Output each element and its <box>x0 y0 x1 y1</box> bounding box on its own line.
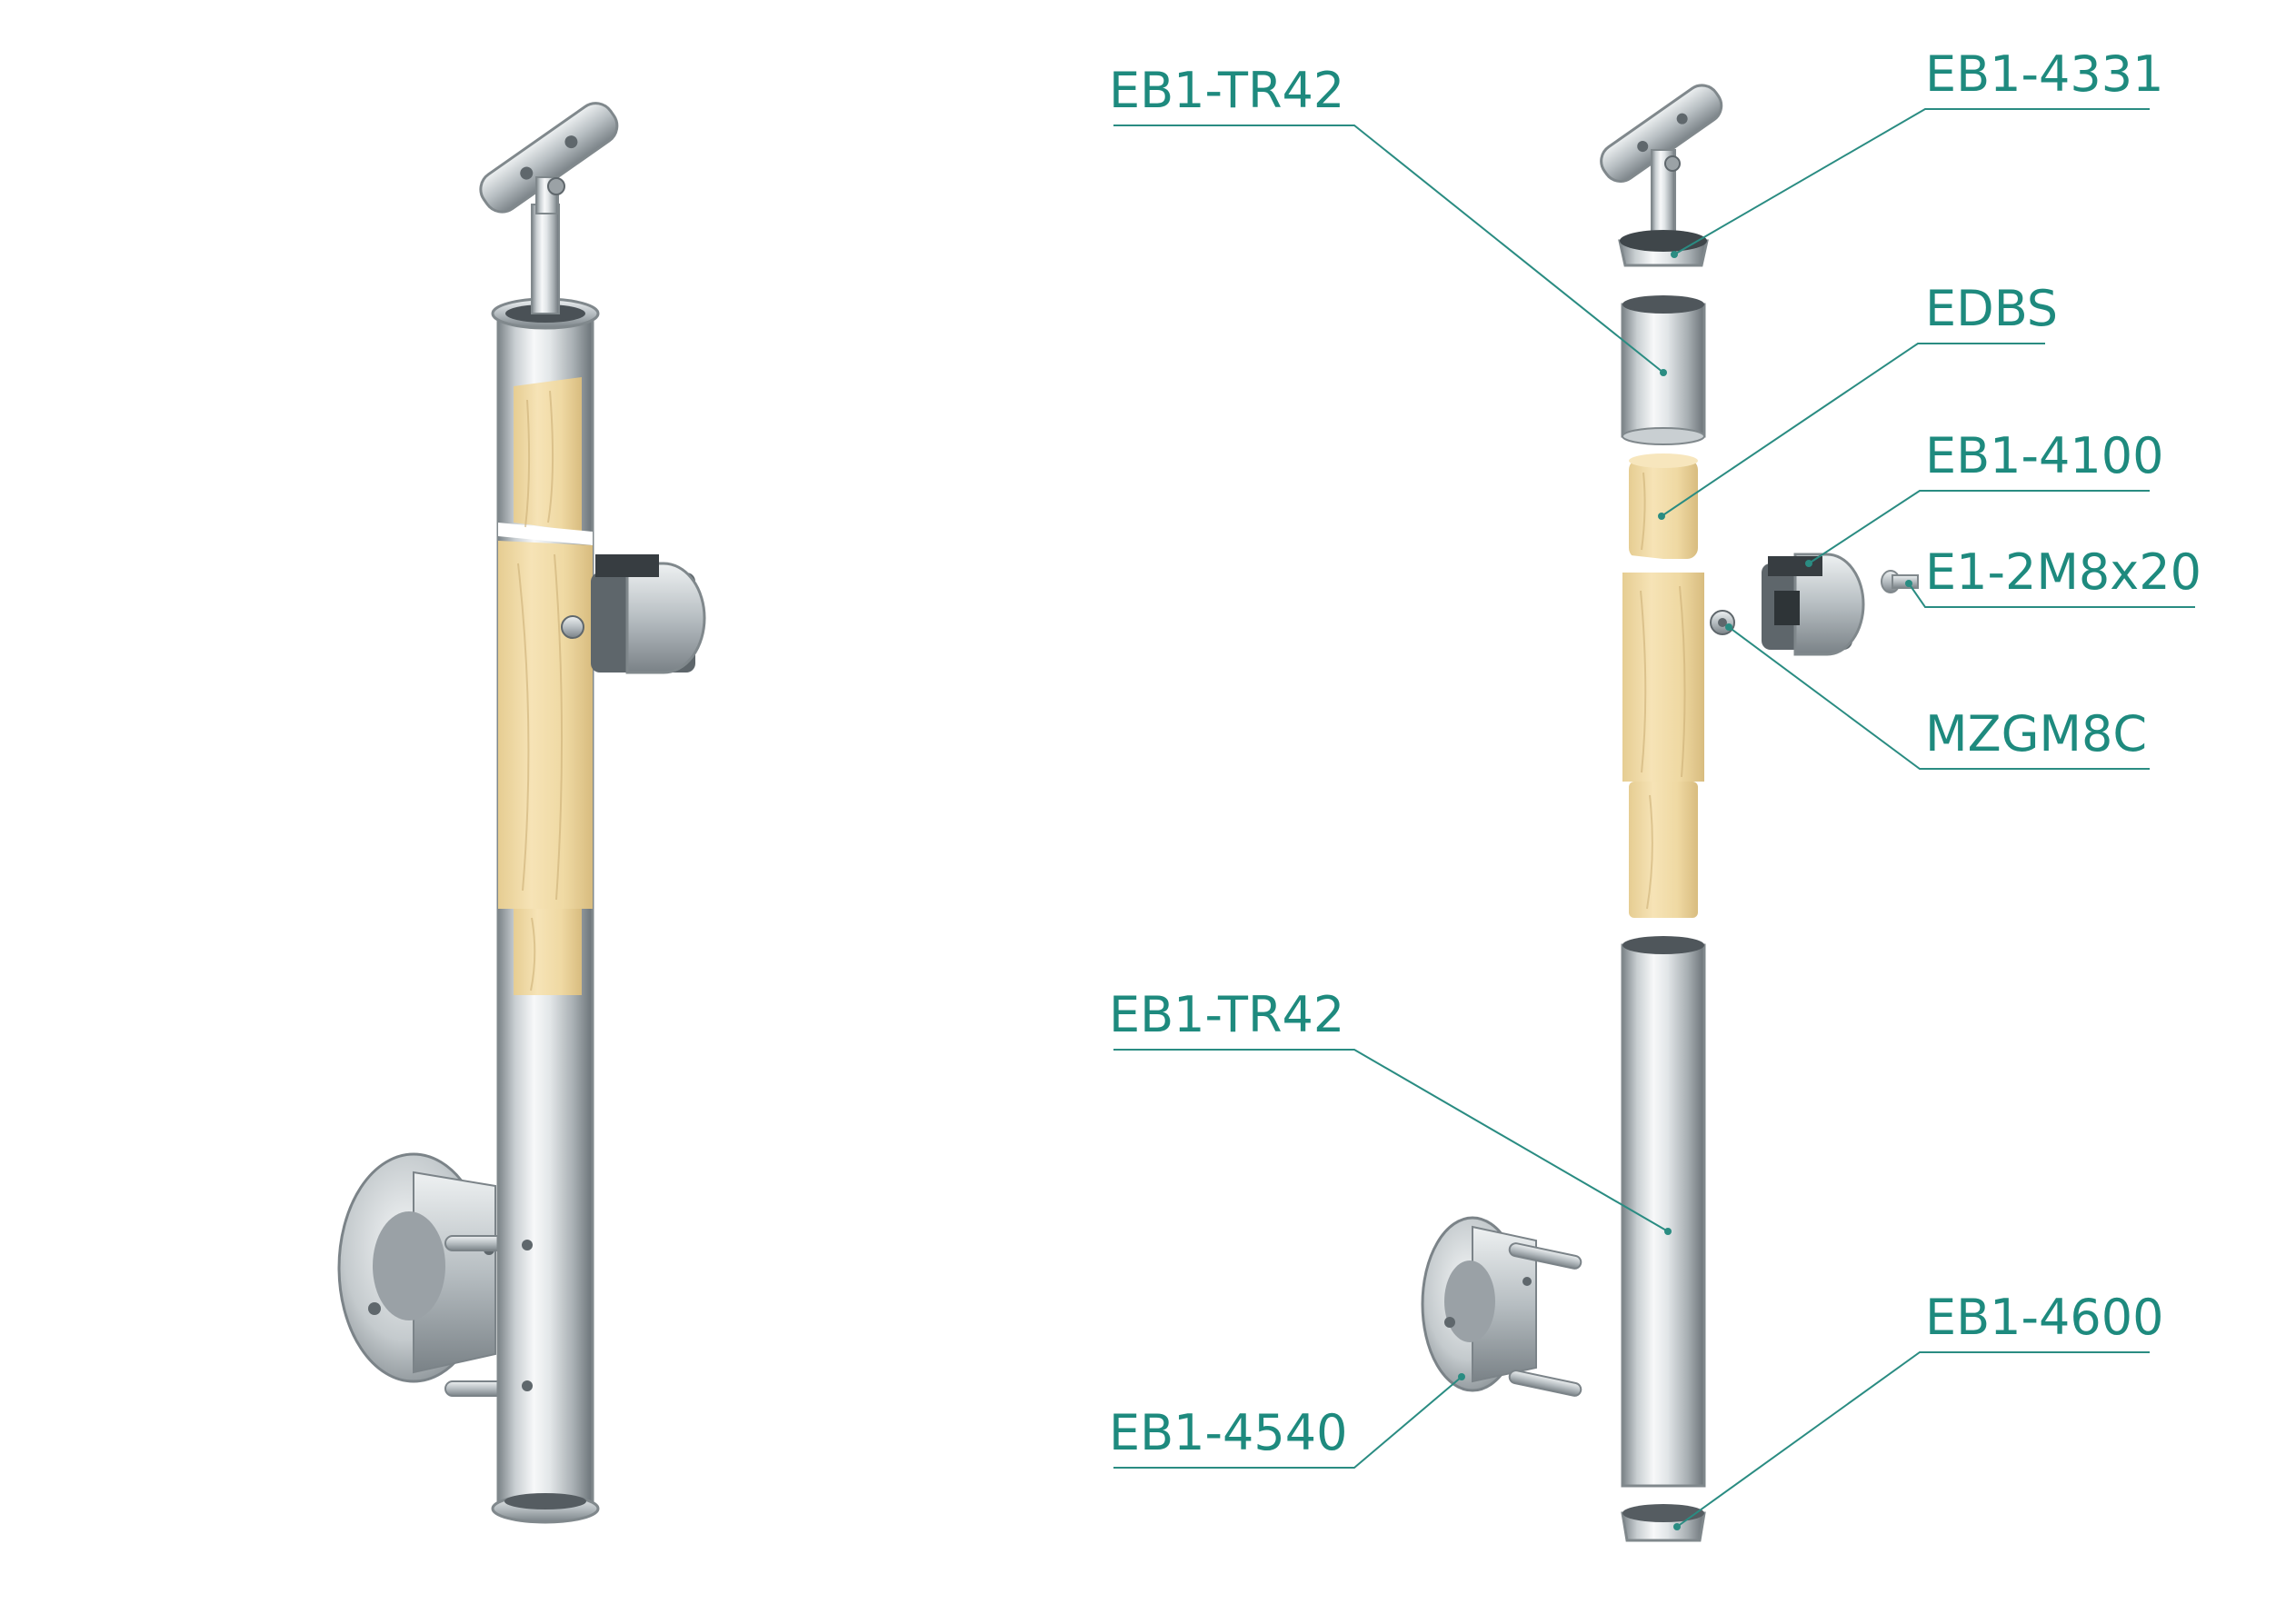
assembled-end-cap <box>491 1493 600 1524</box>
callout-tube-upper: EB1-TR42 <box>1109 62 1667 376</box>
callout-nut: MZGM8C <box>1725 623 2150 770</box>
callout-label: MZGM8C <box>1925 705 2147 762</box>
part-handrail-support <box>1600 84 1723 267</box>
callout-label: EB1-4100 <box>1925 427 2163 484</box>
callout-label: EB1-4600 <box>1925 1289 2163 1346</box>
callout-end-cap: EB1-4600 <box>1673 1289 2163 1530</box>
part-wall-flange <box>1421 1216 1582 1397</box>
part-holder <box>1762 553 1865 656</box>
assembled-top-support <box>479 102 619 330</box>
part-end-cap <box>1621 1504 1706 1542</box>
callout-holder: EB1-4100 <box>1805 427 2163 567</box>
callouts: EB1-TR42 EB1-4331 EDBS EB1-4100 E1-2M8x2… <box>1109 45 2201 1530</box>
callout-screw: E1-2M8x20 <box>1905 543 2201 608</box>
part-nut <box>1710 610 1735 635</box>
exploded-parts <box>1421 84 1919 1542</box>
callout-label: EB1-TR42 <box>1109 62 1344 119</box>
callout-handrail-support: EB1-4331 <box>1671 45 2163 258</box>
callout-label: EB1-4540 <box>1109 1404 1347 1461</box>
part-wood-insert <box>1622 453 1704 918</box>
callout-wall-flange: EB1-4540 <box>1109 1373 1465 1469</box>
callout-label: EB1-TR42 <box>1109 986 1344 1043</box>
part-lower-tube <box>1621 936 1706 1488</box>
part-screw <box>1881 570 1919 593</box>
assembled-holder <box>561 554 706 674</box>
callout-wood-insert: EDBS <box>1658 280 2058 520</box>
assembled-wall-flange <box>337 1152 528 1397</box>
callout-label: EB1-4331 <box>1925 45 2163 103</box>
callout-label: EDBS <box>1925 280 2058 337</box>
callout-tube-lower: EB1-TR42 <box>1109 986 1672 1235</box>
assembled-post <box>337 102 706 1524</box>
callout-label: E1-2M8x20 <box>1925 543 2201 601</box>
